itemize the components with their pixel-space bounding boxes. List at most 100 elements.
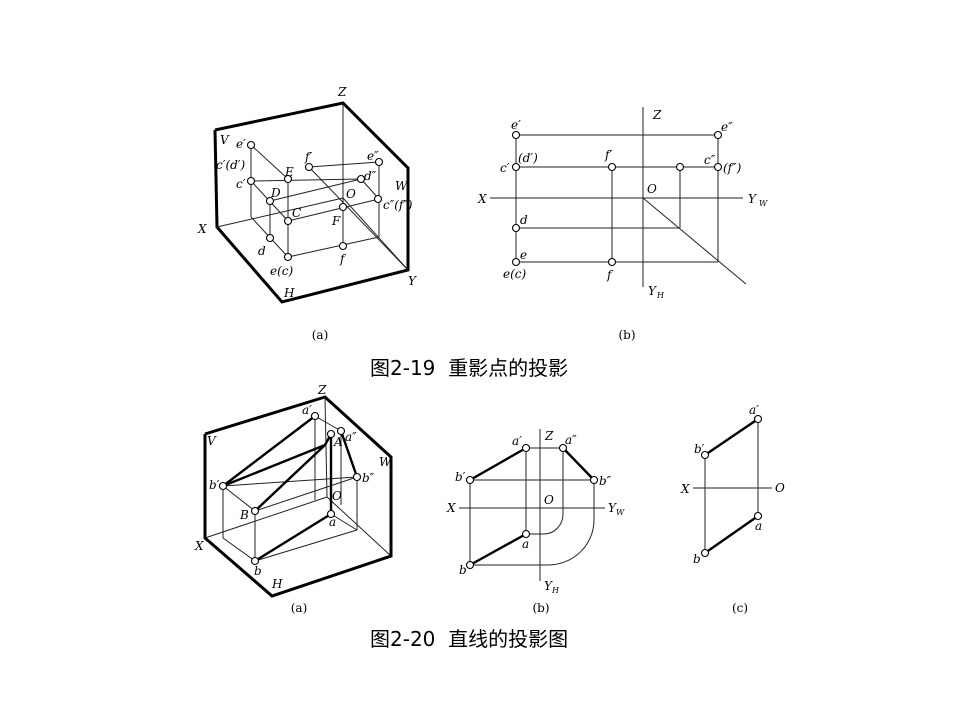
projection-point	[753, 511, 763, 521]
diagram-label: c″(f″)	[383, 198, 413, 212]
diagram-label: F	[331, 214, 341, 228]
diagram-label: e″	[367, 149, 379, 163]
figure-2-19-title: 图2-19 重影点的投影	[370, 356, 569, 380]
diagram-label: e′	[511, 118, 521, 132]
diagram-line	[254, 444, 326, 512]
projection-points	[511, 130, 723, 267]
projection-point	[283, 252, 293, 262]
diagram-line	[222, 485, 256, 512]
diagram-label: E	[284, 165, 294, 179]
diagram-label: f	[339, 252, 347, 266]
projection-point	[675, 162, 685, 172]
y-axis	[326, 496, 392, 557]
diagram-label: W	[759, 199, 768, 208]
diagram-label: O	[647, 182, 657, 196]
diagram-label: b	[459, 563, 467, 577]
diagram-label: (d′)	[518, 151, 538, 165]
diagram-label: (f″)	[723, 161, 742, 175]
point-labels: Z a′ V A a″ W b′ b″ O B a X b H	[194, 383, 393, 591]
projection-point	[265, 196, 275, 206]
diagram-line	[526, 448, 564, 535]
fig-2-20b-orthographic-diagram: a′ Z a″ b′ b″ X O Y W a b Y H (b)	[446, 429, 625, 615]
diagram-label: e(c)	[270, 264, 294, 278]
x-axis	[204, 496, 328, 539]
diagram-label: e(c)	[503, 267, 527, 281]
diagram-label: W	[379, 455, 393, 469]
projection-point	[465, 560, 475, 570]
diagram-line	[254, 476, 358, 512]
projection-point	[521, 529, 531, 539]
diagram-label: Z	[337, 85, 347, 99]
diagram-label: d	[258, 244, 266, 258]
caption-a: (a)	[312, 328, 329, 342]
diagram-label: X	[680, 482, 690, 496]
projection-point	[374, 157, 384, 167]
diagram-label: O	[346, 187, 356, 201]
projection-point	[700, 548, 710, 558]
diagram-label: a″	[345, 430, 357, 444]
diagram-line	[254, 512, 332, 563]
diagonal-45-line	[642, 197, 747, 285]
diagram-line	[470, 480, 595, 566]
diagram-label: Y	[648, 284, 657, 298]
diagram-line	[469, 446, 527, 482]
projection-point	[250, 506, 260, 516]
line-ab	[704, 515, 759, 554]
diagram-line	[339, 430, 359, 478]
projection-point	[713, 130, 723, 140]
projection-points	[218, 411, 362, 566]
diagram-label: O	[332, 489, 342, 503]
diagram-line	[562, 447, 595, 481]
projection-point	[558, 443, 568, 453]
y-axis	[342, 197, 409, 271]
diagram-label: Y	[408, 274, 417, 288]
diagram-line	[269, 178, 362, 202]
projection-point	[511, 223, 521, 233]
fig-2-19b-orthographic-diagram: Z e′ e″ c′ (d′) f′ c″ (f″) X O Y W d e e…	[477, 107, 768, 342]
diagram-label: a″	[565, 433, 577, 447]
projection-point	[250, 556, 260, 566]
figure-2-20-title: 图2-20 直线的投影图	[370, 627, 569, 651]
projection-points	[246, 140, 384, 262]
point-labels: a′ Z a″ b′ b″ X O Y W a b Y H	[446, 429, 625, 595]
projection-point	[356, 174, 366, 184]
projection-point	[218, 481, 228, 491]
diagram-label: O	[544, 493, 554, 507]
diagram-label: f′	[604, 148, 612, 162]
projection-point	[465, 475, 475, 485]
diagram-label: Z	[544, 429, 554, 443]
projection-point	[589, 475, 599, 485]
diagram-label: Y	[608, 501, 617, 515]
point-labels: Z e′ e″ c′ (d′) f′ c″ (f″) X O Y W d e e…	[477, 108, 768, 300]
diagram-line	[308, 161, 380, 168]
projection-point	[373, 194, 383, 204]
projection-point	[265, 233, 275, 243]
diagram-label: Y	[544, 579, 553, 593]
projection-point	[713, 162, 723, 172]
line-a-prime-b-prime	[704, 418, 759, 456]
diagram-label: B	[239, 508, 249, 522]
diagram-label: a	[522, 537, 529, 551]
diagram-label: e″	[721, 120, 733, 134]
diagram-label: a′	[512, 434, 522, 448]
projection-point	[352, 472, 362, 482]
z-axis	[324, 396, 328, 498]
diagram-label: a′	[302, 403, 312, 417]
diagram-label: d″	[364, 169, 377, 183]
diagram-label: A	[333, 435, 343, 449]
projection-point	[338, 202, 348, 212]
projection-point	[246, 176, 256, 186]
diagram-line	[222, 443, 326, 488]
diagram-label: e	[520, 248, 527, 262]
projection-point	[304, 162, 314, 172]
point-labels: Z V e′ c′(d′) c′ D E f′ e″ d″ W O c″(f″)…	[197, 85, 417, 300]
diagram-line	[308, 166, 409, 271]
diagram-label: D	[270, 186, 281, 200]
diagram-label: H	[551, 586, 560, 595]
diagram-label: X	[197, 222, 207, 236]
diagram-label: a	[329, 515, 336, 529]
diagram-label: Z	[652, 108, 662, 122]
diagram-label: b″	[362, 471, 375, 485]
diagram-label: Y	[748, 192, 757, 206]
projection-point	[607, 257, 617, 267]
